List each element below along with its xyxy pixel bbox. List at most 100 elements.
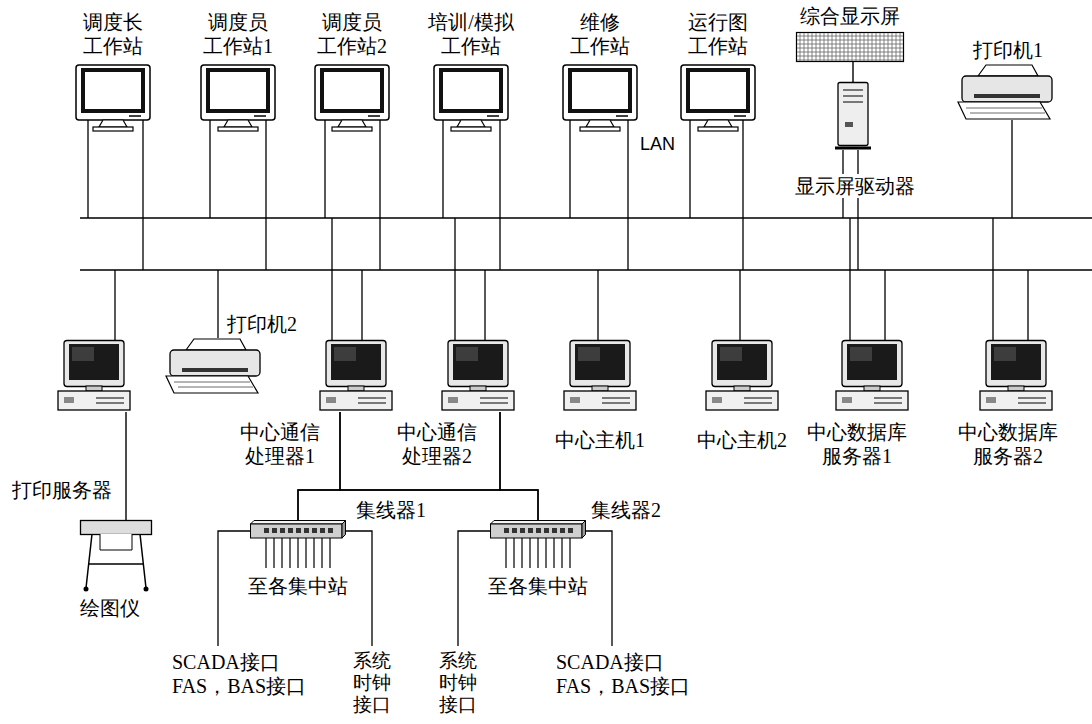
plotter: 绘图仪 [80,520,152,620]
text-holder: 系统 时钟 接口 [351,650,393,716]
paper-slot [974,94,1040,98]
hub-port [312,528,317,533]
pc-icon [562,340,638,412]
connector-line [852,62,853,82]
drive-slot [874,398,902,403]
host-computer: 中心主机1 [562,340,638,412]
monitor-screen [847,344,897,380]
hub-port [504,528,509,533]
screen-icon [796,32,904,62]
text-holder: 绘图仪 [80,596,140,620]
power-button [64,397,74,403]
screen-glare [850,347,872,361]
connector-line [125,412,126,520]
driver-icon [785,82,925,152]
monitor-button [734,115,746,117]
device-label: 综合显示屏 [800,4,900,28]
text-holder: 中心通信 处理器2 [391,420,483,468]
screen-glare [578,347,600,361]
monitor-frame [568,68,632,113]
monitor-screen [85,72,141,109]
computer-case [320,391,392,410]
monitor-button [368,115,380,117]
paper-feeder [186,339,246,350]
text-holder: LAN [640,134,675,156]
hub-port [328,528,333,533]
text-holder: 培训/模拟 工作站 [425,10,517,58]
computer-case [836,391,908,410]
device-label: 培训/模拟 工作站 [425,10,517,58]
plotter-stand [86,534,146,588]
led-grid [797,33,903,61]
hub-top [491,521,586,525]
monitor-base [332,127,372,131]
comm-processor: 中心通信 处理器2 [440,340,516,412]
drive-slot [1018,398,1046,403]
text-holder: 集线器1 [356,498,426,522]
hub-front [491,524,583,538]
monitor-body [986,341,1046,387]
device-label: 集线器2 [591,498,661,522]
plotter-head [81,521,152,535]
printer: 打印机1 [950,36,1058,122]
monitor-neck [1008,386,1024,391]
text-holder: 打印机1 [973,38,1043,62]
plotter-wheel [84,587,89,592]
monitor-body [434,65,508,120]
screen-glare [72,347,94,361]
monitor-screen [572,72,628,109]
monitor-neck [704,120,732,127]
computer-case [442,391,514,410]
monitor-neck [470,386,486,391]
monitor-base [580,127,620,131]
power-button [326,397,336,403]
paper-lines [966,108,1045,113]
database-server: 中心数据库 服务器2 [978,340,1054,412]
device-label: 运行图 工作站 [682,10,754,58]
print-server: 打印服务器 [56,340,132,412]
hub-port-wire [266,538,570,568]
hub-port [536,528,541,533]
monitor-screen [991,344,1041,380]
drive-slot [480,398,508,403]
hub-top [251,521,346,525]
monitor-frame [686,68,750,113]
hub-port [512,528,517,533]
workstation: 调度员 工作站2 [304,8,400,132]
monitor-body [448,341,508,387]
paper-slot [182,368,248,372]
monitor-body [76,65,150,120]
monitor-screen [324,72,380,109]
monitor-screen [453,344,503,380]
lan-bus [80,218,1092,270]
hub-icon [490,520,586,542]
crt-icon [433,64,509,132]
text-holder: 中心数据库 服务器1 [803,420,911,468]
text-holder: 中心主机2 [697,428,787,452]
monitor-frame [320,68,384,113]
pc-icon [440,340,516,412]
screen-glare [720,347,742,361]
database-server: 中心数据库 服务器1 [834,340,910,412]
monitor-body [681,65,755,120]
paper-feeder [978,65,1038,76]
tower-feet [835,147,871,150]
text-holder: 中心通信 处理器1 [234,420,326,468]
monitor-neck [457,120,485,127]
interface-label: 系统 时钟 接口 [351,650,393,716]
pc-icon [704,340,780,412]
text-holder: 调度员 工作站2 [313,10,391,58]
monitor-screen [210,72,266,109]
monitor-body [315,65,389,120]
crt-icon [75,64,151,132]
monitor-frame [206,68,270,113]
interface-label: SCADA接口 FAS，BAS接口 [556,650,702,698]
power-button [712,397,722,403]
device-label: 调度员 工作站2 [313,10,391,58]
hub-port [304,528,309,533]
device-label: 中心通信 处理器1 [234,420,326,468]
text-holder: 综合显示屏 [800,4,900,28]
plotter-icon [80,520,152,592]
drive-slot [744,398,772,403]
